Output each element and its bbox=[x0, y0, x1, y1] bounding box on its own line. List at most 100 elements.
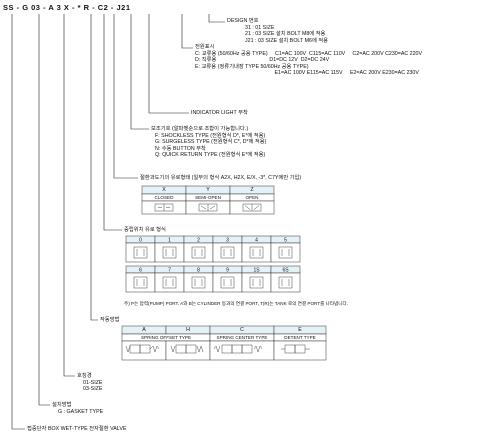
neutral-position-label: 1S bbox=[253, 267, 260, 273]
neutral-position-label: 4 bbox=[255, 237, 258, 243]
neutral-symbol-cell bbox=[241, 272, 272, 293]
neutral-symbol-cell bbox=[125, 272, 156, 293]
neutral-position-label: 6S bbox=[282, 267, 289, 273]
design-line: 21 : 03 SIZE 설치 BOLT M8에 적용 bbox=[245, 31, 326, 38]
neutral-position-label: 0 bbox=[139, 237, 142, 243]
code-g: G bbox=[22, 3, 29, 12]
neutral-position-label: 2 bbox=[197, 237, 200, 243]
neutral-symbol-cell bbox=[154, 272, 185, 293]
neutral-symbol-cell bbox=[212, 242, 243, 263]
neutral-symbol-cell bbox=[183, 272, 214, 293]
leader-mount bbox=[38, 14, 50, 406]
leader-voltage bbox=[181, 14, 193, 49]
neutral-symbol-cell bbox=[183, 242, 214, 263]
operation-title: 작동방법 bbox=[100, 317, 120, 323]
mount-title: 설치방법 bbox=[52, 402, 72, 408]
voltage-line: E: 교류용 (정류기내장 TYPE 50/60Hz 공용 TYPE) bbox=[195, 63, 309, 70]
code-x: X bbox=[63, 3, 70, 12]
neutral-symbol-cell bbox=[154, 242, 185, 263]
leader-size bbox=[63, 14, 75, 377]
leader-transient bbox=[113, 14, 138, 179]
leader-lines bbox=[11, 14, 225, 430]
design-line: J21 : 03 SIZE 설치 BOLT M6에 적용 bbox=[245, 37, 329, 44]
operation-header: H bbox=[186, 327, 190, 333]
neutral-symbol-cell bbox=[241, 242, 272, 263]
valve-symbol bbox=[278, 246, 293, 259]
valve-symbol bbox=[220, 246, 235, 259]
neutral-position-label: 5 bbox=[284, 237, 287, 243]
size-line: 03-SIZE bbox=[83, 386, 103, 393]
neutral-position-label: 9 bbox=[226, 267, 229, 273]
aux-line: F: SHOCKLESS TYPE (전원형식 D*, E*에 적용) bbox=[155, 132, 266, 139]
indicator-label: INDICATOR LIGHT 부착 bbox=[191, 110, 248, 116]
transient-title: 절환과도기의 유로형태 (일부의 형식 A2X, H2X, E/X, -3*, … bbox=[140, 175, 302, 181]
valve-symbol bbox=[191, 276, 206, 289]
leader-aux bbox=[130, 14, 149, 130]
voltage-line: D: 직류용 D1=DC 12V D2=DC 24V bbox=[195, 57, 330, 64]
voltage-line: E1=AC 100V E115=AC 115V E2=AC 200V E230=… bbox=[195, 70, 419, 77]
aux-line: G: SURGELESS TYPE (전원형식 C*, D*에 적용) bbox=[155, 139, 267, 146]
valve-symbol bbox=[249, 276, 264, 289]
code-j21: J21 bbox=[116, 3, 131, 12]
leader-indicator bbox=[148, 14, 189, 114]
aux-line: N: 수동 BUTTON 부착 bbox=[155, 145, 206, 152]
leader-design bbox=[208, 14, 225, 23]
valve-symbol bbox=[162, 276, 177, 289]
mount-block: 설치방법 G : GASKET TYPE bbox=[52, 402, 103, 415]
leader-neutral bbox=[103, 14, 122, 231]
neutral-position-label: 3 bbox=[226, 237, 229, 243]
leader-series bbox=[11, 14, 25, 430]
transient-label: CLOSED bbox=[154, 195, 174, 200]
operation-header: C bbox=[240, 327, 244, 333]
size-line: 01-SIZE bbox=[83, 379, 103, 386]
operation-label: DETENT TYPE bbox=[284, 335, 316, 340]
operation-label: SPRING OFFSET TYPE bbox=[140, 335, 192, 340]
valve-symbol bbox=[278, 276, 293, 289]
mount-line: G : GASKET TYPE bbox=[58, 408, 104, 415]
code-dash: - bbox=[110, 3, 114, 12]
neutral-symbol-cell bbox=[270, 242, 301, 263]
code-a: A bbox=[48, 3, 55, 12]
valve-symbol bbox=[133, 246, 148, 259]
transient-label: OPEN bbox=[245, 195, 259, 200]
code-star: * bbox=[77, 3, 82, 12]
neutral-symbol-cell bbox=[125, 242, 156, 263]
voltage-block: 전원표시 C: 교류용 (50/60Hz 공용 TYPE) C1=AC 100V… bbox=[195, 44, 422, 77]
voltage-title: 전원표시 bbox=[195, 44, 215, 50]
neutral-position-label: 1 bbox=[168, 237, 171, 243]
size-block: 호칭경 01-SIZE 03-SIZE bbox=[77, 373, 102, 393]
valve-symbol bbox=[133, 276, 148, 289]
aux-block: 보조기호 (알파벳순으로 조합이 가능합니다.) F: SHOCKLESS TY… bbox=[151, 126, 266, 159]
valve-symbol bbox=[220, 276, 235, 289]
neutral-position-label: 6 bbox=[139, 267, 142, 273]
code-ss: SS bbox=[3, 3, 15, 12]
voltage-line: C: 교류용 (50/60Hz 공용 TYPE) C1=AC 100V C115… bbox=[195, 50, 423, 57]
series-title: 접증단자 BOX WET-TYPE 전자절환 VALVE bbox=[27, 426, 127, 432]
transient-label: SEMI-OPEN bbox=[195, 195, 221, 200]
operation-header: A bbox=[142, 327, 146, 333]
model-code: SS - G 03 - A 3 X - * R - C2 - J21 bbox=[3, 3, 131, 12]
neutral-note: 주) P는 압력(PUMP) PORT, A와 B는 CYLINDER 등과의 … bbox=[124, 301, 349, 306]
valve-symbol bbox=[249, 246, 264, 259]
neutral-position-label: 8 bbox=[197, 267, 200, 273]
code-dash: - bbox=[43, 3, 47, 12]
valve-symbol bbox=[162, 246, 177, 259]
code-r: R bbox=[83, 3, 90, 12]
transient-table bbox=[141, 185, 275, 215]
valve-symbol bbox=[191, 246, 206, 259]
code-c2: C2 bbox=[97, 3, 109, 12]
aux-title: 보조기호 (알파벳순으로 조합이 가능합니다.) bbox=[151, 126, 249, 132]
neutral-symbol-cell bbox=[270, 272, 301, 293]
transient-header: Y bbox=[206, 187, 210, 193]
code-3: 3 bbox=[56, 3, 62, 12]
transient-header: X bbox=[162, 187, 166, 193]
operation-header: E bbox=[298, 327, 302, 333]
code-03: 03 bbox=[31, 3, 41, 12]
design-title: DESIGN 번호 bbox=[227, 18, 259, 24]
aux-line: Q: QUICK RETURN TYPE (전원형식 E*에 적용) bbox=[155, 152, 266, 159]
neutral-symbol-cell bbox=[212, 272, 243, 293]
operation-label: SPRING CENTER TYPE bbox=[216, 335, 268, 340]
code-dash: - bbox=[92, 3, 96, 12]
design-block: DESIGN 번호 31 : 01 SIZE 21 : 03 SIZE 설치 B… bbox=[227, 18, 328, 44]
